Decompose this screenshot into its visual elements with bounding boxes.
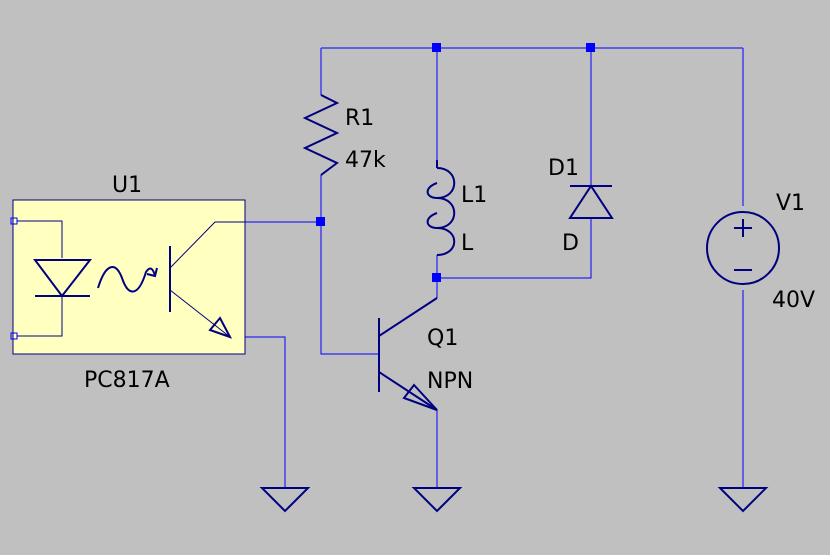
diode-value-label: D (562, 231, 579, 256)
junction-top-l1 (432, 43, 441, 52)
ground-symbol-v1[interactable] (717, 487, 769, 513)
diode-d1[interactable] (568, 184, 614, 219)
ground-symbol-u1[interactable] (259, 487, 311, 513)
optocoupler-light-wave (97, 266, 156, 293)
optocoupler-light-arrowhead (146, 267, 158, 278)
inductor-ref-label: L1 (461, 183, 487, 208)
wire-base-node-to-q1-base[interactable] (320, 222, 379, 355)
inductor-coil-inner (426, 182, 438, 229)
junctions (316, 43, 595, 282)
optocoupler-ref-label: U1 (112, 173, 142, 198)
optocoupler-emitter-arrow (208, 316, 233, 339)
ground-symbols (259, 487, 769, 513)
wire-u1-emitter-to-ground[interactable] (230, 336, 286, 488)
voltage-source-ref-label: V1 (776, 191, 805, 216)
resistor-r1[interactable] (302, 94, 340, 176)
junction-switch-node (432, 273, 441, 282)
wires (230, 47, 744, 488)
resistor-value-label: 47k (345, 148, 386, 173)
resistor-zigzag (302, 94, 340, 176)
voltage-source-v1[interactable] (706, 211, 780, 285)
junction-top-d1 (586, 43, 595, 52)
resistor-ref-label: R1 (345, 106, 374, 131)
voltage-source-circle (706, 211, 780, 285)
optocoupler-collector-lead (169, 221, 245, 269)
optocoupler-led-anode-lead (17, 220, 63, 258)
diode-ref-label: D1 (548, 156, 579, 181)
inductor-l1[interactable] (426, 160, 456, 256)
transistor-value-label: NPN (427, 369, 473, 394)
ground-symbol-q1[interactable] (411, 487, 463, 513)
transistor-q1[interactable] (378, 297, 438, 411)
optocoupler-emitter-lead (169, 289, 231, 338)
inductor-coils (436, 167, 456, 256)
junction-base-node (316, 217, 325, 226)
optocoupler-u1[interactable] (10, 199, 246, 355)
optocoupler-value-label: PC817A (84, 368, 170, 393)
diode-triangle (568, 184, 614, 219)
transistor-emitter-lead (378, 371, 438, 411)
transistor-collector-lead (378, 297, 438, 337)
wire-switch-node-to-d1[interactable] (437, 218, 592, 279)
transistor-ref-label: Q1 (427, 326, 458, 351)
optocoupler-body (12, 199, 246, 355)
voltage-source-value-label: 40V (772, 288, 815, 313)
inductor-value-label: L (461, 231, 474, 256)
optocoupler-led-cathode-lead (17, 296, 63, 337)
optocoupler-led-triangle (33, 259, 93, 298)
transistor-emitter-arrow (402, 383, 438, 411)
